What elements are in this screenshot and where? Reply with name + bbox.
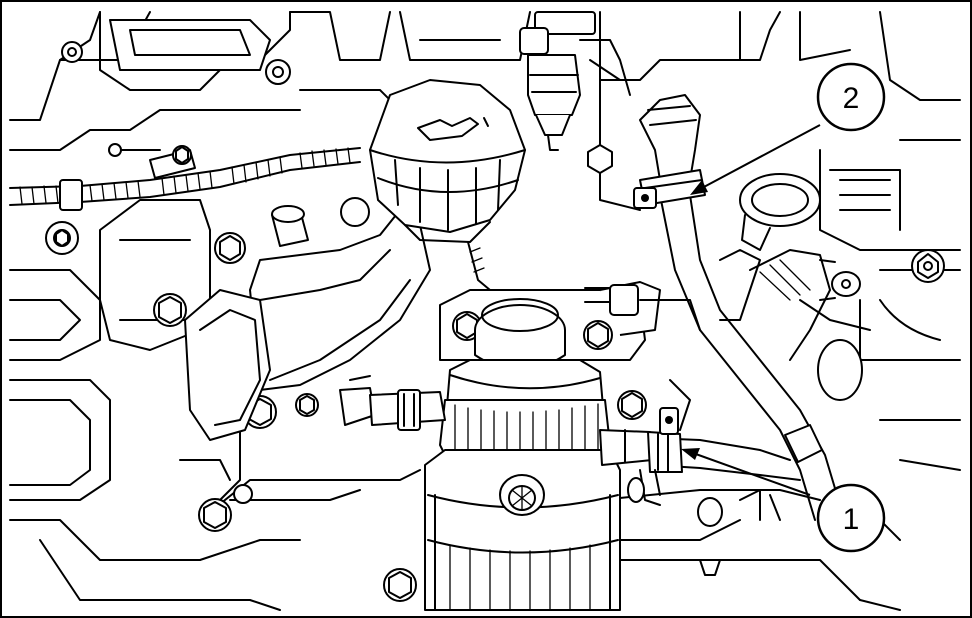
callout-1: 1 <box>816 483 886 553</box>
callout-1-label: 1 <box>843 503 860 536</box>
hose-clamp-1 <box>647 407 683 473</box>
dipstick-tube <box>719 173 871 401</box>
oil-filler-cap <box>369 79 526 291</box>
wire-harness <box>9 143 361 211</box>
callout-2-label: 2 <box>843 82 860 115</box>
fuel-filter-assembly <box>339 281 801 611</box>
leader-lines <box>681 124 821 496</box>
callout-1-circle <box>816 483 886 553</box>
hose-clamp-2 <box>633 169 706 209</box>
oil-can-icon <box>417 117 479 141</box>
fuel-return-hose <box>633 94 841 521</box>
intake-elbow-pipe <box>184 205 431 441</box>
fuel-injector-top <box>519 11 631 174</box>
callout-2: 2 <box>816 62 886 132</box>
callout-2-circle <box>816 62 886 132</box>
oil-drop-icon <box>483 117 489 127</box>
